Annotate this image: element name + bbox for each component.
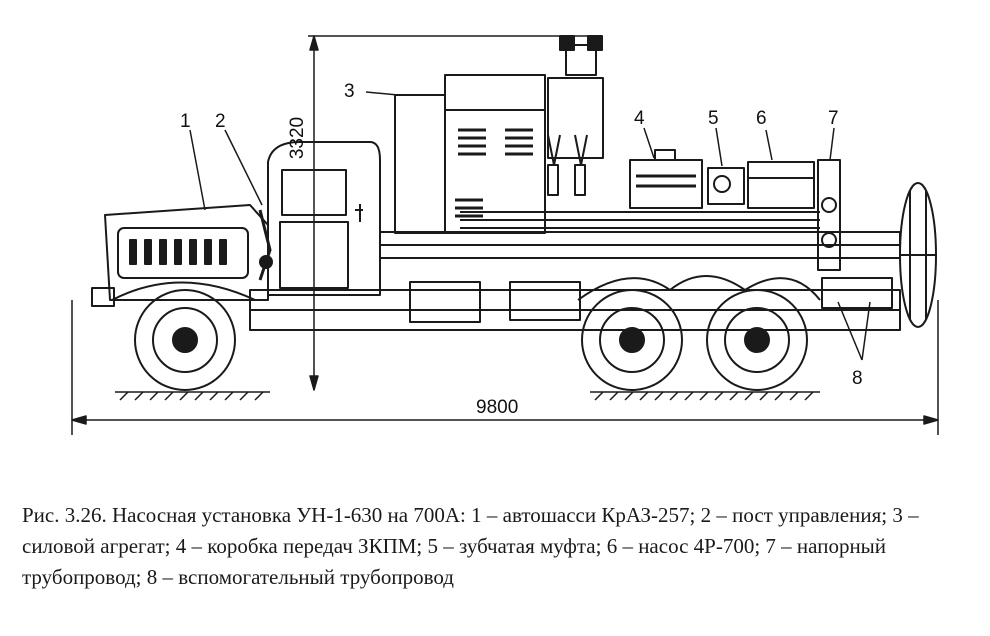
ground-hatching-front: [115, 391, 270, 401]
label-1: 1: [180, 111, 191, 132]
pipe-bundle: [460, 211, 820, 229]
label-3: 3: [344, 81, 355, 102]
length-dimension-value: 9800: [476, 397, 518, 418]
fuel-tank: [509, 281, 581, 321]
ground-hatching-rear: [590, 391, 820, 401]
gearbox: [629, 149, 703, 209]
gear-coupling: [707, 167, 745, 205]
side-toolbox: [409, 281, 481, 323]
label-8: 8: [852, 368, 863, 389]
label-7: 7: [828, 108, 839, 129]
label-4: 4: [634, 108, 645, 129]
discharge-pipeline: [817, 159, 841, 271]
label-6: 6: [756, 108, 767, 129]
auxiliary-pipeline: [821, 277, 893, 309]
label-2: 2: [215, 111, 226, 132]
rear-fender: [577, 275, 821, 301]
rear-hose-reel: [899, 182, 937, 328]
rear-wheel-2: [706, 289, 808, 391]
power-unit: [394, 35, 604, 234]
rear-wheel-1: [581, 289, 683, 391]
front-fender: [111, 281, 256, 301]
truck-pump-unit-drawing: 1 2 3 4 5 6 7 8 3320 9800: [71, 35, 939, 435]
length-dimension-line: [71, 300, 939, 435]
label-5: 5: [708, 108, 719, 129]
leader-lines: [189, 91, 871, 361]
figure-caption: Рис. 3.26. Насосная установка УН-1-630 н…: [22, 503, 919, 589]
front-wheel: [134, 289, 236, 391]
pump: [747, 161, 815, 209]
truck-cab: [258, 141, 381, 296]
height-dimension-value: 3320: [287, 117, 308, 159]
